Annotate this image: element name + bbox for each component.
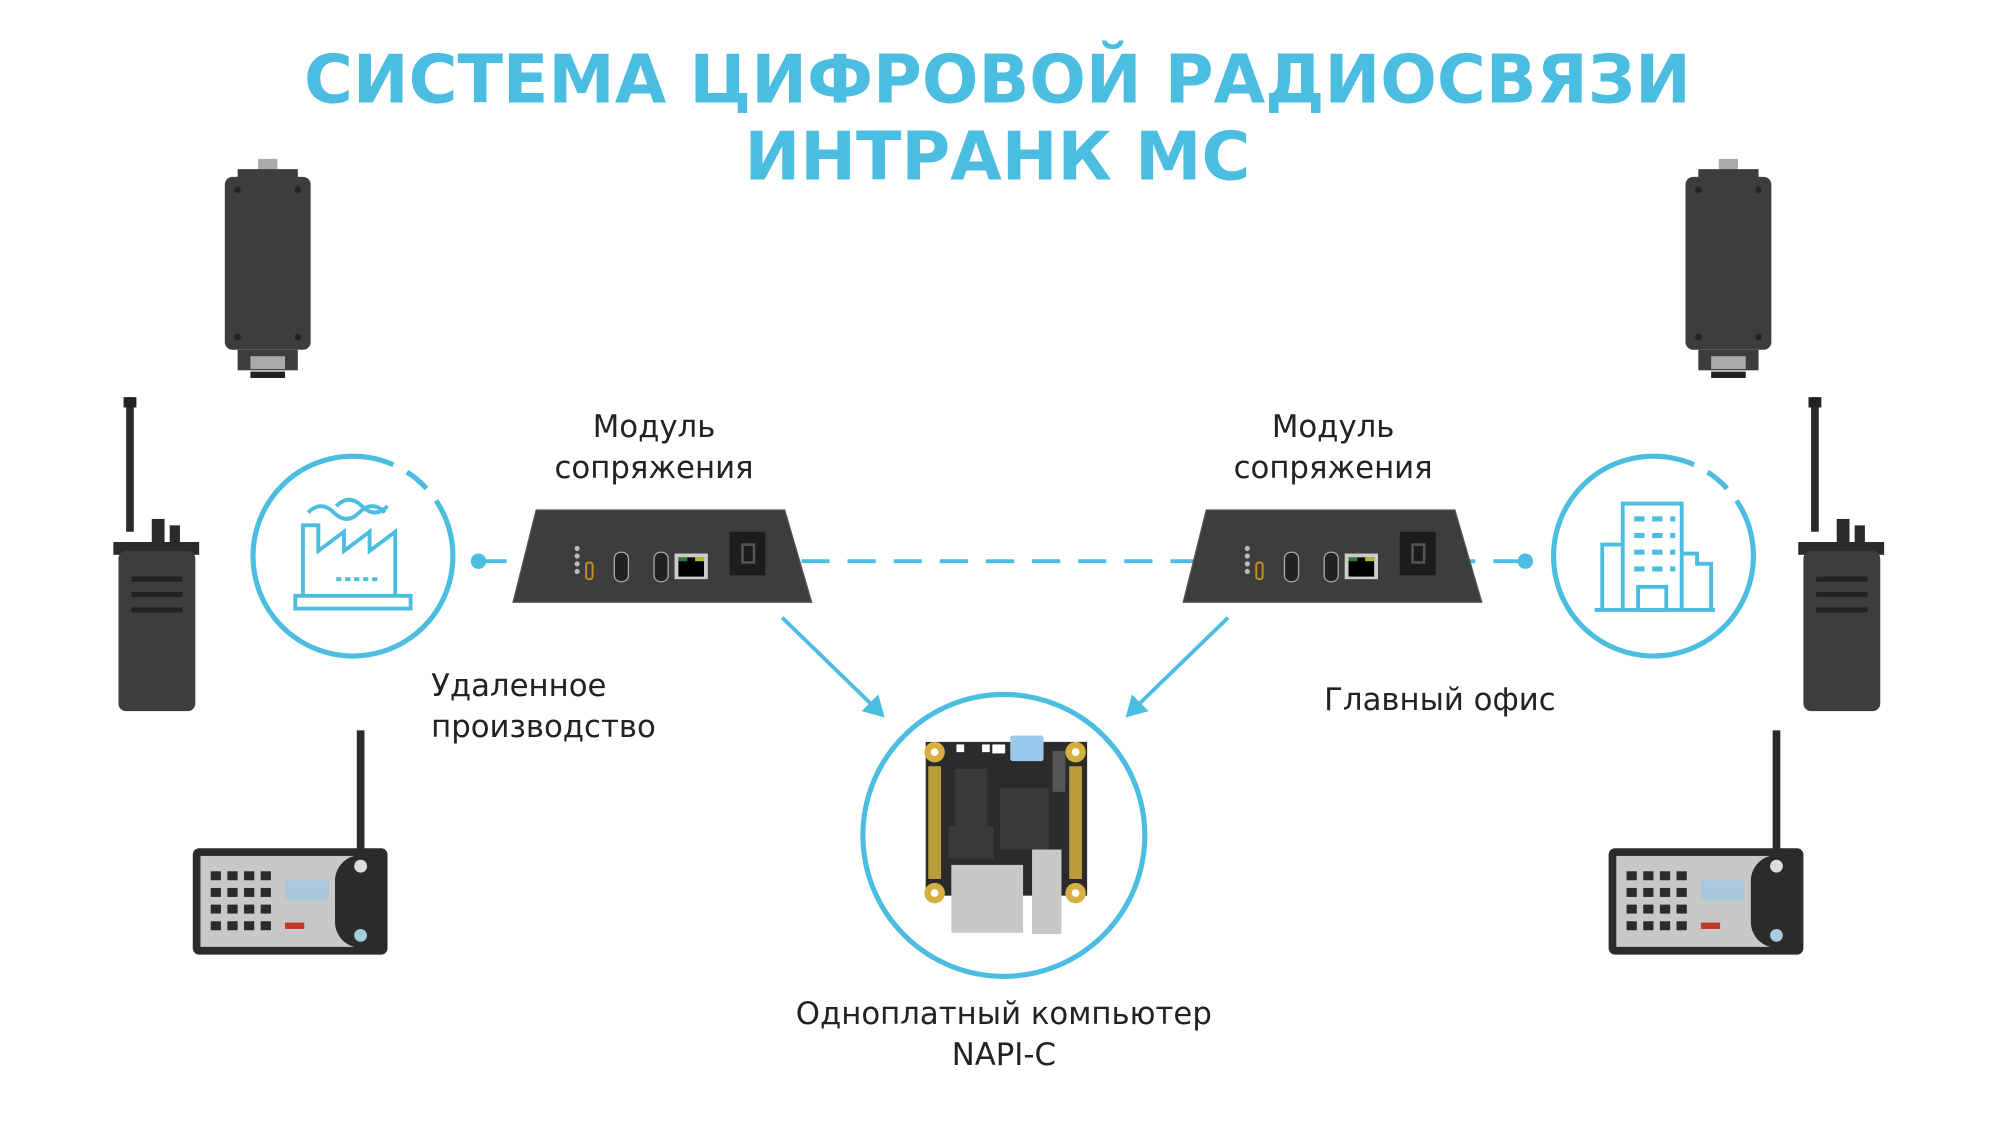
base-radio-right	[1608, 730, 1804, 955]
repeater-right	[1685, 158, 1772, 378]
computer-label-2: NAPI-C	[952, 1037, 1056, 1073]
remote-site-label-1: Удаленное	[431, 668, 606, 704]
computer-circle	[860, 691, 1148, 979]
module-left-label-2: сопряжения	[555, 450, 754, 486]
interface-module-right	[1181, 508, 1484, 604]
factory-circle	[250, 453, 456, 659]
walkie-talkie-left	[113, 397, 200, 712]
arrows	[780, 616, 1230, 718]
main-office-label: Главный офис	[1324, 682, 1556, 718]
repeater-left	[224, 158, 311, 378]
connection-dot-left	[470, 553, 487, 569]
remote-site-label-2: производство	[431, 709, 656, 745]
module-left-label-1: Модуль	[593, 409, 716, 445]
title-line-1: СИСТЕМА ЦИФРОВОЙ РАДИОСВЯЗИ	[304, 41, 1691, 119]
title-line-2: ИНТРАНК МС	[745, 117, 1251, 195]
arrow-right	[1137, 616, 1230, 707]
office-circle	[1550, 453, 1756, 659]
computer-label-1: Одноплатный компьютер	[796, 996, 1212, 1032]
connection-dot-right	[1517, 553, 1534, 569]
arrow-left	[780, 616, 874, 707]
interface-module-left	[511, 508, 813, 604]
base-radio-left	[192, 730, 388, 955]
single-board-computer-icon	[924, 735, 1088, 935]
walkie-talkie-right	[1798, 397, 1885, 712]
module-right-label-1: Модуль	[1272, 409, 1395, 445]
module-right-label-2: сопряжения	[1234, 450, 1433, 486]
factory-icon	[293, 497, 413, 611]
office-building-icon	[1594, 501, 1715, 612]
